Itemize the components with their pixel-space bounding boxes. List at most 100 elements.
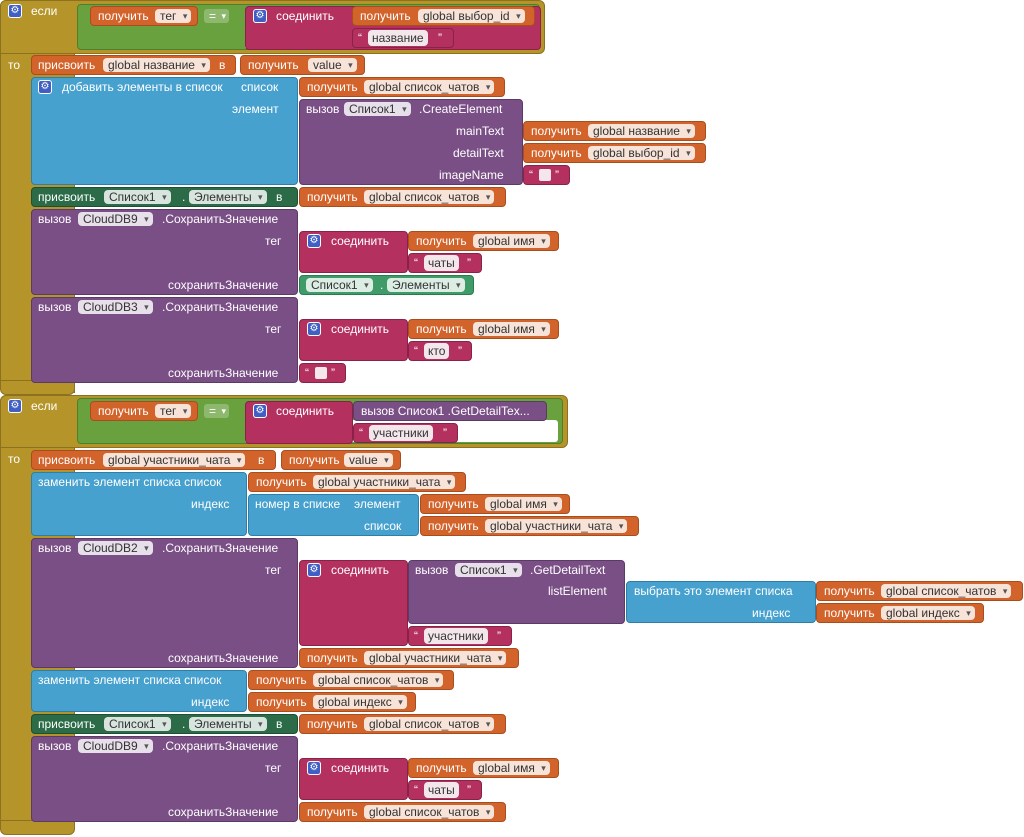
if-label: если — [31, 4, 58, 18]
var-dropdown[interactable]: global имя — [485, 497, 562, 511]
replace-item-label: заменить элемент списка список — [38, 673, 222, 687]
param-label: тег — [265, 761, 282, 775]
var-dropdown[interactable]: global имя — [473, 234, 550, 248]
quote-close: ” — [497, 629, 501, 643]
quote-open: “ — [359, 426, 363, 440]
create-element-block[interactable] — [299, 99, 523, 185]
join-block[interactable] — [299, 560, 408, 646]
dot-label: . — [380, 278, 384, 292]
var-dropdown[interactable]: global индекс — [881, 606, 975, 620]
gear-icon[interactable]: ⚙ — [8, 399, 22, 413]
var-dropdown[interactable]: global участники_чата — [103, 453, 246, 467]
component-dropdown[interactable]: Список1 — [104, 717, 171, 731]
var-dropdown[interactable]: тег — [155, 9, 192, 23]
get-label: получить — [416, 234, 467, 248]
string-value[interactable]: чаты — [424, 782, 459, 798]
gear-icon[interactable]: ⚙ — [307, 322, 321, 336]
property-dropdown[interactable]: Элементы — [387, 278, 465, 292]
select-item-block[interactable] — [626, 581, 816, 623]
gear-icon[interactable]: ⚙ — [8, 4, 22, 18]
var-dropdown[interactable]: тег — [155, 404, 192, 418]
var-dropdown[interactable]: value — [308, 58, 357, 72]
component-dropdown[interactable]: CloudDB9 — [78, 212, 153, 226]
index-in-list-block[interactable] — [248, 494, 419, 536]
var-dropdown[interactable]: global участники_чата — [313, 475, 456, 489]
var-dropdown[interactable]: global список_чатов — [364, 80, 495, 94]
clouddb9-store-block[interactable] — [31, 209, 298, 295]
component-dropdown[interactable]: CloudDB2 — [78, 541, 153, 555]
method-label: .СохранитьЗначение — [162, 212, 279, 226]
string-value[interactable]: название — [368, 30, 428, 46]
method-label: .CreateElement — [419, 102, 503, 116]
component-dropdown[interactable]: Список1 — [344, 102, 411, 116]
get-label: получить — [531, 124, 582, 138]
call-label: вызов — [38, 212, 72, 226]
component-dropdown[interactable]: Список1 — [455, 563, 522, 577]
gear-icon[interactable]: ⚙ — [307, 563, 321, 577]
then-label: то — [8, 58, 21, 72]
var-dropdown[interactable]: global выбор_id — [418, 9, 525, 23]
component-dropdown[interactable]: CloudDB3 — [78, 300, 153, 314]
get-detail-text-block[interactable] — [353, 401, 547, 421]
var-dropdown[interactable]: global имя — [473, 761, 550, 775]
get-label: получить — [360, 9, 411, 23]
param-label: сохранитьЗначение — [168, 278, 279, 292]
component-dropdown[interactable]: Список1 — [104, 190, 171, 204]
quote-open: “ — [414, 783, 418, 797]
property-dropdown[interactable]: Элементы — [189, 190, 267, 204]
to-label: в — [276, 190, 283, 204]
to-label: в — [219, 58, 226, 72]
var-dropdown[interactable]: global участники_чата — [364, 651, 507, 665]
get-label: получить — [416, 322, 467, 336]
var-dropdown[interactable]: global название — [103, 58, 210, 72]
string-value[interactable]: участники — [424, 628, 488, 644]
var-dropdown[interactable]: global список_чатов — [881, 584, 1012, 598]
eq-dropdown[interactable]: = — [204, 404, 230, 418]
gear-icon[interactable]: ⚙ — [38, 80, 52, 94]
property-dropdown[interactable]: Элементы — [189, 717, 267, 731]
var-dropdown[interactable]: global список_чатов — [364, 190, 495, 204]
component-dropdown[interactable]: CloudDB9 — [78, 739, 153, 753]
quote-close: ” — [443, 426, 447, 440]
join-block[interactable] — [299, 758, 408, 800]
if-label: если — [31, 399, 58, 413]
gear-icon[interactable]: ⚙ — [307, 761, 321, 775]
var-dropdown[interactable]: global имя — [473, 322, 550, 336]
join-label: соединить — [331, 563, 390, 577]
set-label: присвоить — [38, 717, 96, 731]
add-items-block[interactable] — [31, 77, 298, 185]
var-dropdown[interactable]: global список_чатов — [364, 805, 495, 819]
string-value[interactable]: чаты — [424, 255, 459, 271]
clouddb9-store-block[interactable] — [31, 736, 298, 822]
var-dropdown[interactable]: global индекс — [313, 695, 407, 709]
gear-icon[interactable]: ⚙ — [307, 234, 321, 248]
index-in-list-label: номер в списке — [255, 497, 341, 511]
join-label: соединить — [276, 9, 335, 23]
var-dropdown[interactable]: global выбор_id — [588, 146, 695, 160]
replace-item-block[interactable] — [31, 670, 247, 712]
clouddb2-store-block[interactable] — [31, 538, 298, 668]
clouddb3-store-block[interactable] — [31, 297, 298, 383]
index-label: индекс — [752, 606, 791, 620]
var-dropdown[interactable]: global участники_чата — [485, 519, 628, 533]
if-footer-2 — [0, 820, 75, 835]
quote-close: ” — [467, 783, 471, 797]
var-dropdown[interactable]: global список_чатов — [313, 673, 444, 687]
get-label: получить — [307, 805, 358, 819]
select-item-label: выбрать это элемент списка — [634, 584, 793, 598]
var-dropdown[interactable]: global название — [588, 124, 695, 138]
var-dropdown[interactable]: global список_чатов — [364, 717, 495, 731]
dot-label: . — [182, 717, 186, 731]
method-label: .СохранитьЗначение — [162, 541, 279, 555]
string-value[interactable]: участники — [369, 425, 433, 441]
replace-item-block[interactable] — [31, 472, 247, 536]
string-value[interactable]: кто — [424, 343, 450, 359]
get-label: получить — [824, 584, 875, 598]
gear-icon[interactable]: ⚙ — [253, 404, 267, 418]
gear-icon[interactable]: ⚙ — [253, 9, 267, 23]
empty-string-value[interactable] — [539, 169, 551, 181]
empty-string-value[interactable] — [315, 367, 327, 379]
eq-dropdown[interactable]: = — [204, 9, 230, 23]
var-dropdown[interactable]: value — [344, 453, 393, 467]
component-dropdown[interactable]: Список1 — [306, 278, 373, 292]
